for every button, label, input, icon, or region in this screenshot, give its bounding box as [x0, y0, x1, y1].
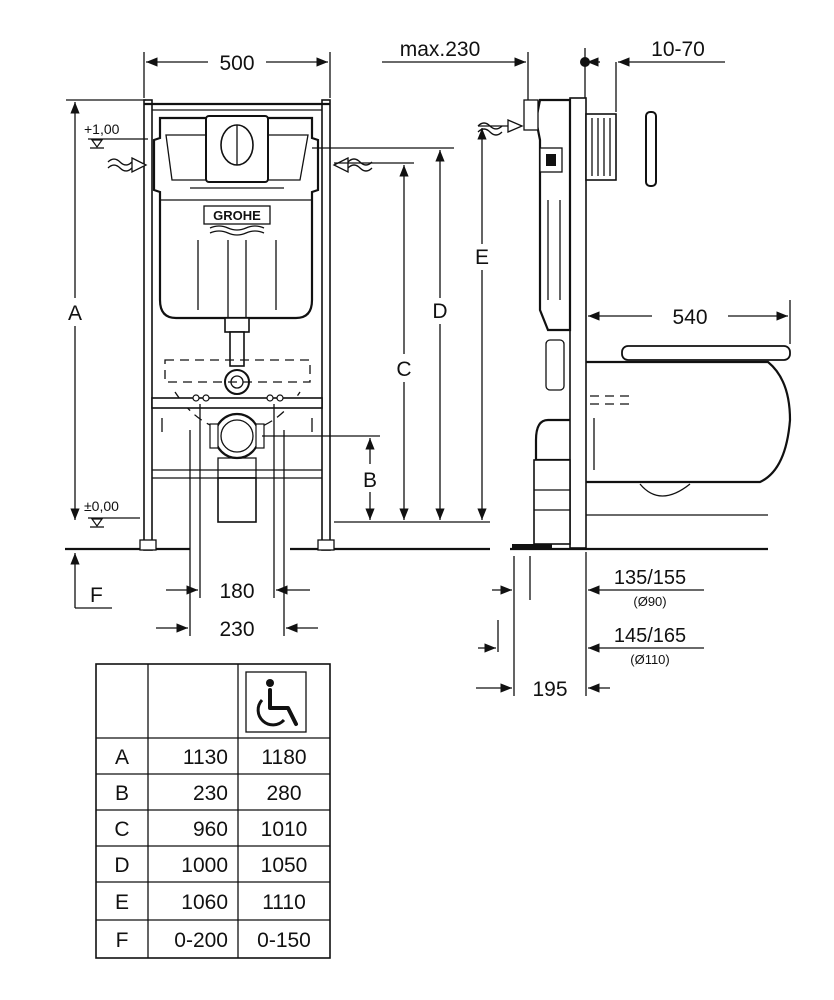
dim-max230: max.230 — [400, 38, 481, 61]
dim-195: 195 — [532, 678, 567, 701]
table-cell-standard: 1130 — [183, 746, 228, 769]
front-view: GROHE — [65, 52, 518, 641]
table-cell-standard: 960 — [193, 818, 228, 841]
table-cell-accessible: 1180 — [261, 746, 306, 769]
table-row-label: F — [116, 929, 129, 952]
table-cell-accessible: 1010 — [261, 818, 308, 841]
dim-D: D — [432, 300, 447, 323]
cistern-side — [534, 98, 572, 332]
toilet-bowl — [586, 360, 792, 484]
water-inlet-left — [107, 156, 148, 174]
dim-10-70: 10-70 — [651, 38, 705, 61]
flush-pipe — [229, 331, 245, 367]
dim-width-500: 500 — [219, 52, 254, 75]
table-cell-accessible: 280 — [266, 782, 301, 805]
cistern — [152, 116, 320, 320]
dim-E: E — [475, 246, 489, 269]
table-cell-standard: 230 — [193, 782, 228, 805]
flush-plate-side — [585, 113, 617, 181]
table-cell-accessible: 1110 — [262, 891, 306, 914]
frame-left-post — [143, 99, 153, 551]
toilet-seat — [621, 345, 791, 361]
table-cell-standard: 0-200 — [174, 929, 228, 952]
side-view: max.230 10-70 540 135/155 (Ø90) 145/165 … — [382, 38, 792, 701]
frame-right-post — [321, 99, 331, 551]
dim-diameter-90: (Ø90) — [633, 594, 666, 609]
dim-180: 180 — [219, 580, 254, 603]
table-cell-accessible: 1050 — [261, 854, 308, 877]
table-row-label: A — [115, 746, 129, 769]
dim-540: 540 — [672, 306, 707, 329]
wheelchair-icon — [245, 671, 307, 733]
cross-rail — [151, 397, 323, 409]
dim-135-155: 135/155 — [614, 567, 686, 589]
level-zero-label: ±0,00 — [84, 498, 119, 514]
dim-diameter-110: (Ø110) — [630, 652, 670, 667]
dim-230: 230 — [219, 618, 254, 641]
dim-B: B — [363, 469, 377, 492]
dim-C: C — [396, 358, 411, 381]
table-cell-standard: 1060 — [181, 891, 228, 914]
table-row-label: E — [115, 891, 129, 914]
wall-profile — [569, 97, 587, 549]
table-row-label: B — [115, 782, 129, 805]
dim-A: A — [68, 302, 82, 325]
dim-F: F — [90, 584, 103, 607]
grohe-logo-text: GROHE — [213, 208, 261, 223]
waste-pipe-side — [533, 459, 571, 545]
water-inlet-right — [332, 156, 373, 174]
table-row-label: D — [114, 854, 129, 877]
table-row-label: C — [114, 818, 129, 841]
table-cell-accessible: 0-150 — [257, 929, 311, 952]
table-cell-standard: 1000 — [181, 854, 228, 877]
grohe-logo — [203, 205, 271, 225]
level-top-label: +1,00 — [84, 121, 120, 137]
dim-145-165: 145/165 — [614, 625, 686, 647]
